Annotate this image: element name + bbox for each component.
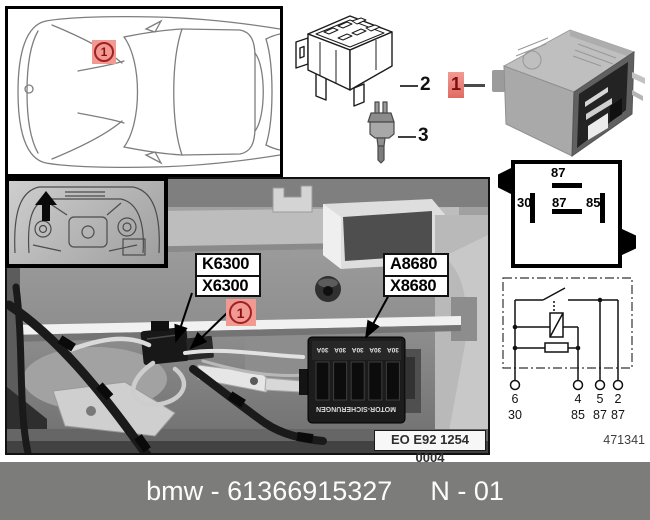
pin-contact-87-center [552,209,582,214]
photo-item-marker[interactable]: 1 [226,299,256,326]
pin-diagram-right-tab [622,229,636,255]
pin-label-85: 85 [586,195,601,210]
arrow-relay-badge [189,312,228,350]
relay-circuit-schematic: 6 4 5 2 30 85 87 87 [502,277,633,422]
photo-item-marker-number: 1 [229,301,252,324]
callout-number-relay[interactable]: 1 [448,72,464,98]
terminal-name-30: 30 [508,408,522,422]
terminal-pin-2: 2 [615,392,622,406]
terminal-pin-4: 4 [575,392,582,406]
pin-contact-87-top [552,183,582,188]
fusebox-id: A8680 [390,255,438,273]
fusebox-id-label: A8680 X8680 [383,253,449,297]
car-top-view-drawing [17,15,280,169]
relay-id: K6300 [202,255,250,273]
callout-number-terminal[interactable]: 3 [418,125,429,146]
fuse-rating-4: 30A [369,346,381,353]
pin-label-87-center: 87 [552,195,567,210]
photo-reference-stamp: EO E92 1254 0004 [374,430,486,465]
callout-line-terminal [398,136,416,138]
footer-bar: bmw - 61366915327 N - 01 [0,462,650,520]
relay-socket-drawing [295,15,393,107]
fuse-box-inscription: MOTOR-SICHERUNGEN [316,405,396,412]
relay-roundel-mark [522,50,542,70]
fuse-rating-2: 30A [334,346,346,353]
schematic-terminal-6 [509,379,521,391]
pin-contact-85 [600,193,605,223]
relay-location-marker-number: 1 [94,42,114,62]
terminal-name-85: 85 [571,408,585,422]
terminal-name-87b: 87 [611,408,625,422]
relay-location-marker[interactable]: 1 [92,40,116,64]
schematic-terminal-5 [594,379,606,391]
relay-id-label: K6300 X6300 [195,253,261,297]
relay-socket-id: X6300 [197,275,259,295]
schematic-terminal-4 [572,379,584,391]
engine-fuse-box: 30A 30A 30A 30A 30A MOTOR-SICHERUNGEN [299,336,421,424]
schematic-terminal-2 [612,379,624,391]
engine-bay-drawing [14,186,160,256]
terminal-name-87a: 87 [593,408,607,422]
pin-label-30: 30 [517,195,532,210]
pin-label-87-top: 87 [551,165,566,180]
schematic-boundary [502,277,633,369]
car-location-panel: 1 [5,6,283,177]
pin-diagram-left-tab [498,168,511,194]
location-arrow-icon [35,191,57,221]
callout-line-socket [400,85,418,87]
drawing-number: 471341 [603,433,645,447]
fuse-rating-1: 30A [316,346,328,353]
catalog-part-number: bmw - 61366915327 [146,475,393,506]
schematic-resistor [544,342,569,353]
arrow-relay-label [174,292,193,343]
arrow-fusebox-label [365,292,391,339]
fuse-rating-5: 30A [387,346,399,353]
callout-line-relay [464,84,485,87]
schematic-switch [542,287,566,301]
terminal-pin-drawing [367,101,395,164]
page-code: N - 01 [430,475,504,506]
relay-pin-diagram: 87 30 87 85 [511,160,622,268]
fuse-rating-3: 30A [351,346,363,353]
schematic-coil [549,312,564,338]
terminal-pin-5: 5 [597,392,604,406]
callout-number-socket[interactable]: 2 [420,74,431,95]
engine-bay-inset [5,177,168,268]
fusebox-connector-id: X8680 [385,275,447,295]
relay-photo [492,29,645,157]
terminal-pin-6: 6 [512,392,519,406]
pin-contact-30 [530,193,535,223]
